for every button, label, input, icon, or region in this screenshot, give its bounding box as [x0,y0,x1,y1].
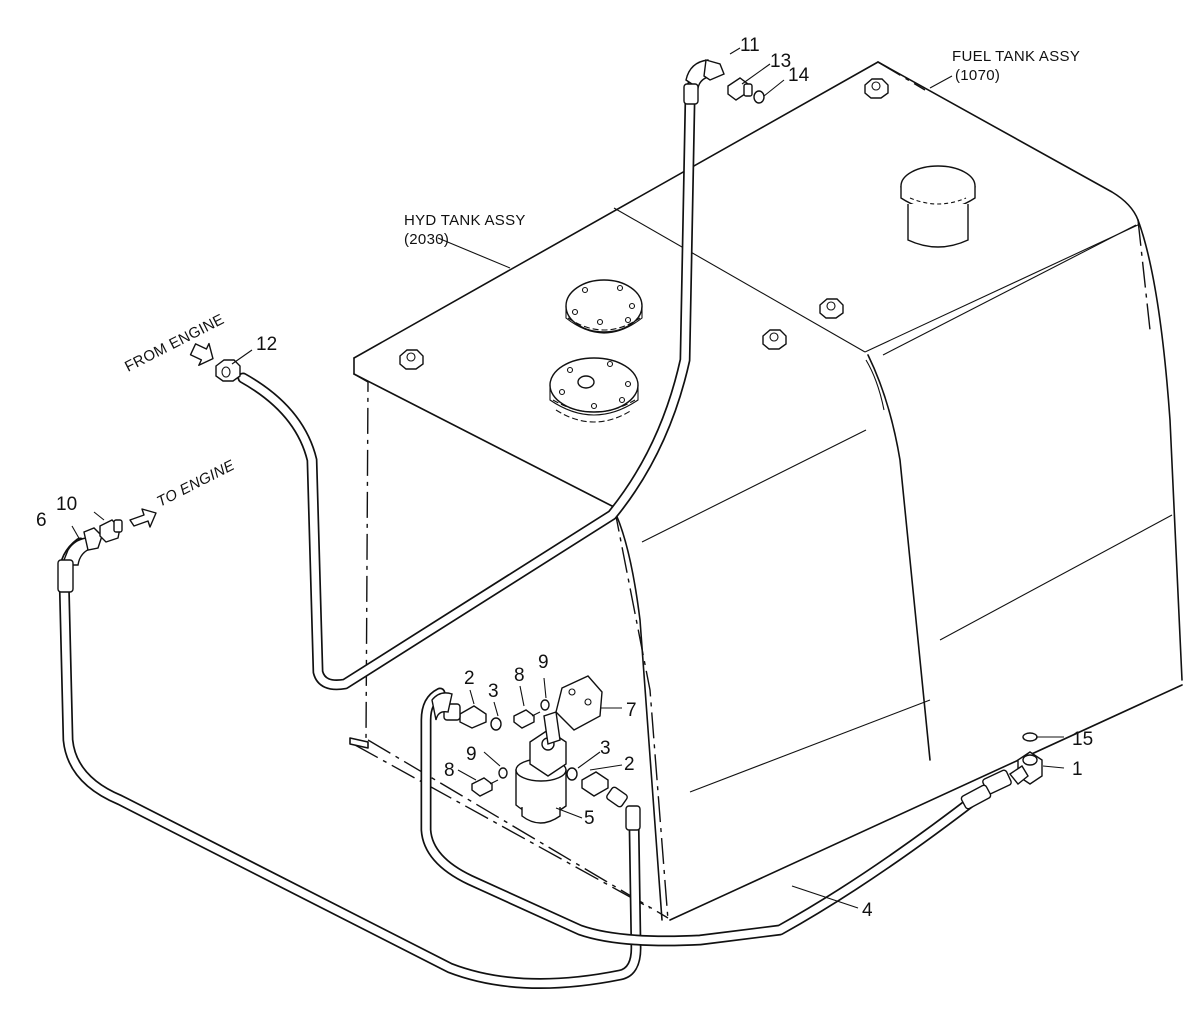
part-label-12: 12 [256,334,277,355]
from-engine-arrow [189,342,214,366]
fitting-6 [57,527,103,593]
tank-bolt [762,329,787,350]
part-label-3-upper: 3 [488,681,499,702]
part-label-4: 4 [862,900,873,921]
hose-end-4 [960,784,992,810]
washer-3-upper [490,717,502,731]
part-label-13: 13 [770,51,791,72]
to-engine-label: TO ENGINE [154,457,238,511]
bolt-8-upper [513,709,541,729]
fitting-13 [727,77,753,101]
part-label-9-lower: 9 [466,744,477,765]
fitting-1 [982,751,1043,795]
fitting-2-lower [581,771,641,831]
part-label-3-lower: 3 [600,738,611,759]
fitting-11 [683,59,725,105]
part-label-15: 15 [1072,729,1093,750]
tank-assembly-drawing [349,61,1183,921]
bolt-8-lower [471,777,499,797]
part-label-14: 14 [788,65,810,86]
access-cover-plate [549,357,639,423]
part-label-8-upper: 8 [514,665,525,686]
fitting-2-upper [431,692,487,729]
assembly-callouts: FUEL TANK ASSY (1070) HYD TANK ASSY (203… [122,48,1080,511]
part-label-5: 5 [584,808,595,829]
part-label-10: 10 [56,494,77,515]
part-label-9-upper: 9 [538,652,549,673]
fuel-tank-label: FUEL TANK ASSY [952,48,1080,65]
from-engine-label: FROM ENGINE [122,311,227,376]
access-cover-plate [565,279,643,334]
leader-lines [71,47,1065,909]
part-label-7: 7 [626,700,637,721]
washer-3-lower [566,767,578,781]
part-label-2-lower: 2 [624,754,635,775]
part-number-labels: 1 2 2 3 3 4 5 6 7 8 8 9 9 10 11 12 13 14… [36,35,1093,921]
filter-5 [515,729,567,824]
hose-lines [58,64,986,990]
to-engine-arrow [129,508,157,528]
washer-9-lower [498,767,508,779]
fitting-10 [99,519,123,543]
part-label-2-upper: 2 [464,668,475,689]
tank-bolt [864,78,889,99]
part-label-1: 1 [1072,759,1083,780]
tank-bolt [399,349,424,370]
o-ring-15 [1022,732,1038,742]
part-label-11: 11 [740,35,760,56]
hyd-tank-code: (2030) [404,231,449,248]
fittings [57,59,1043,831]
part-label-6: 6 [36,510,47,531]
o-ring-14 [753,90,765,104]
washer-9-upper [540,699,550,711]
bracket-7 [543,675,603,745]
part-label-8-lower: 8 [444,760,455,781]
fuel-tank-code: (1070) [955,67,1000,84]
tank-bolt [819,298,844,319]
hyd-tank-label: HYD TANK ASSY [404,212,526,229]
fitting-12 [215,359,241,382]
